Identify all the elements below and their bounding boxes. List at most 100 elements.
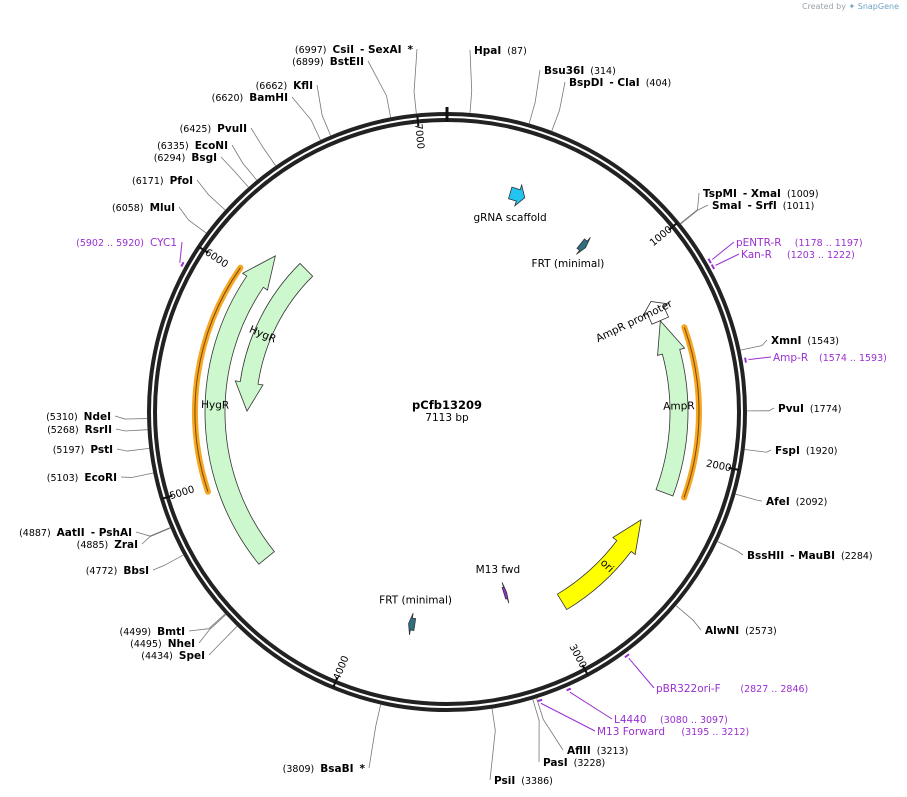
primer-leader-m13-forward <box>540 702 596 732</box>
enzyme-leader-5103 <box>120 472 154 478</box>
enzyme-leader-6997 <box>413 48 418 114</box>
enzyme-site-5268: (5268)RsrII <box>47 424 148 436</box>
enzyme-leader-3386 <box>489 708 496 781</box>
enzyme-site-3386: PsiI(3386) <box>489 708 553 787</box>
enzyme-pos-6899-0: (6899) <box>292 57 324 68</box>
enzyme-name-1011-1: - SrfI <box>748 200 777 212</box>
credit-brand: SnapGene <box>857 2 899 11</box>
enzyme-label-4495: (4495)NheI <box>130 638 195 650</box>
plasmid-name: pCfb13209 <box>412 398 482 412</box>
enzyme-name-3809-1: BsaBI <box>320 763 353 775</box>
enzyme-name-4772-1: BbsI <box>123 565 149 577</box>
enzyme-pos-6662-0: (6662) <box>256 81 288 92</box>
enzyme-label-3809: (3809)BsaBI* <box>283 763 366 775</box>
enzyme-label-2092: AfeI(2092) <box>766 496 827 508</box>
enzyme-leader-404 <box>551 81 566 132</box>
enzyme-name-6058-1: MluI <box>150 202 175 214</box>
enzyme-leader-5268 <box>115 428 148 432</box>
enzyme-pos-6425-0: (6425) <box>180 124 212 135</box>
primer-leader-amp-r <box>748 356 772 361</box>
enzyme-name-1543-0: XmnI <box>771 335 801 347</box>
enzyme-pos-2284-2: (2284) <box>841 551 873 562</box>
tick-label-1000: 1000 <box>648 224 675 249</box>
enzyme-name-6294-1: BsgI <box>191 152 217 164</box>
enzyme-name-2284-0: BssHII <box>747 550 784 562</box>
enzyme-pos-4772-0: (4772) <box>86 566 118 577</box>
enzyme-site-4499: (4499)BmtI <box>120 613 226 638</box>
enzyme-leader-5310 <box>114 415 148 420</box>
primer-range-kan-r: (1203 .. 1222) <box>787 250 855 261</box>
tick-4000 <box>332 676 339 688</box>
enzyme-name-404-1: - ClaI <box>609 77 639 89</box>
enzyme-layer: HpaI(87)Bsu36I(314)BspDI- ClaI(404)TspMI… <box>19 44 873 787</box>
primer-name-m13-forward: M13 Forward <box>597 726 665 738</box>
feature-ori-4 <box>556 518 642 611</box>
enzyme-name-1009-1: - XmaI <box>743 188 781 200</box>
enzyme-label-6058: (6058)MluI <box>112 202 175 214</box>
enzyme-site-314: Bsu36I(314) <box>528 65 616 124</box>
enzyme-label-3386: PsiI(3386) <box>494 775 553 787</box>
enzyme-leader-1543 <box>740 339 768 351</box>
enzyme-name-87-0: HpaI <box>474 45 501 57</box>
enzyme-name-2573-0: AlwNI <box>705 625 739 637</box>
primer-mark-cyc1 <box>180 261 185 267</box>
enzyme-pos-3213-1: (3213) <box>597 746 629 757</box>
enzyme-site-4887: (4887)AatII- PshAI <box>19 527 171 539</box>
enzyme-pos-2573-1: (2573) <box>745 626 777 637</box>
enzyme-name-1774-0: PvuI <box>778 403 804 415</box>
feature-ampr-3 <box>655 319 689 497</box>
enzyme-name-1011-0: SmaI <box>712 200 742 212</box>
center-label: pCfb13209 7113 bp <box>412 398 482 424</box>
enzyme-pos-5103-0: (5103) <box>47 473 79 484</box>
enzyme-pos-1774-1: (1774) <box>810 404 842 415</box>
enzyme-leader-1009 <box>680 192 700 224</box>
enzyme-name-5197-1: PstI <box>90 444 113 456</box>
enzyme-pos-5197-0: (5197) <box>53 445 85 456</box>
enzyme-site-6997: (6997)CsiI- SexAI* <box>295 44 418 114</box>
enzyme-name-3213-0: AflII <box>567 745 591 757</box>
enzyme-leader-2284 <box>717 541 744 556</box>
tick-1000 <box>668 222 678 231</box>
enzyme-label-1011: SmaI- SrfI(1011) <box>712 200 814 212</box>
enzyme-label-1009: TspMI- XmaI(1009) <box>703 188 819 200</box>
enzyme-site-6294: (6294)BsgI <box>154 152 249 188</box>
enzyme-pos-3386-1: (3386) <box>521 776 553 787</box>
enzyme-name-4885-1: ZraI <box>114 539 138 551</box>
tick-6000 <box>198 245 209 254</box>
enzyme-site-87: HpaI (87) <box>469 45 527 113</box>
enzyme-name-6335-1: EcoNI <box>195 140 228 152</box>
enzyme-label-6997: (6997)CsiI- SexAI* <box>295 44 414 56</box>
enzyme-site-6620: (6620)BamHI <box>212 92 321 141</box>
enzyme-label-4885: (4885)ZraI <box>77 539 138 551</box>
tick-7000 <box>416 115 420 127</box>
enzyme-name-5268-1: RsrII <box>85 424 112 436</box>
tick-3000 <box>581 664 589 676</box>
primer-range-l4440: (3080 .. 3097) <box>660 715 728 726</box>
enzyme-leader-4887 <box>135 527 171 537</box>
enzyme-name-314-0: Bsu36I <box>544 65 584 77</box>
enzyme-pos-404-2: (404) <box>646 78 672 89</box>
feature-label-frt-minimal-1: FRT (minimal) <box>532 258 605 270</box>
enzyme-leader-87 <box>469 49 473 113</box>
enzyme-pos-6620-0: (6620) <box>212 93 244 104</box>
enzyme-name-6899-1: BstEII <box>330 56 364 68</box>
primer-name-amp-r: Amp-R <box>773 352 808 364</box>
enzyme-name-6171-1: PfoI <box>170 175 193 187</box>
primer-range-amp-r: (1574 .. 1593) <box>819 353 887 364</box>
primer-name-kan-r: Kan-R <box>741 249 772 261</box>
enzyme-name-3228-0: PasI <box>543 757 568 769</box>
enzyme-pos-4499-0: (4499) <box>120 627 152 638</box>
enzyme-label-404: BspDI- ClaI(404) <box>569 77 671 89</box>
enzyme-name-2092-0: AfeI <box>766 496 790 508</box>
enzyme-site-6425: (6425)PvuII <box>180 123 277 166</box>
enzyme-pos-1009-2: (1009) <box>787 189 819 200</box>
feature-label-grna-scaffold-0: gRNA scaffold <box>473 212 546 224</box>
enzyme-leader-4434 <box>208 626 238 656</box>
snapgene-credit: Created by ✦ SnapGene <box>802 2 899 11</box>
enzyme-leader-6335 <box>231 144 257 181</box>
tick-label-2000: 2000 <box>705 459 732 475</box>
tick-label-7000: 7000 <box>412 123 425 149</box>
primer-name-l4440: L4440 <box>614 714 647 726</box>
enzyme-pos-87-1: (87) <box>507 46 527 57</box>
